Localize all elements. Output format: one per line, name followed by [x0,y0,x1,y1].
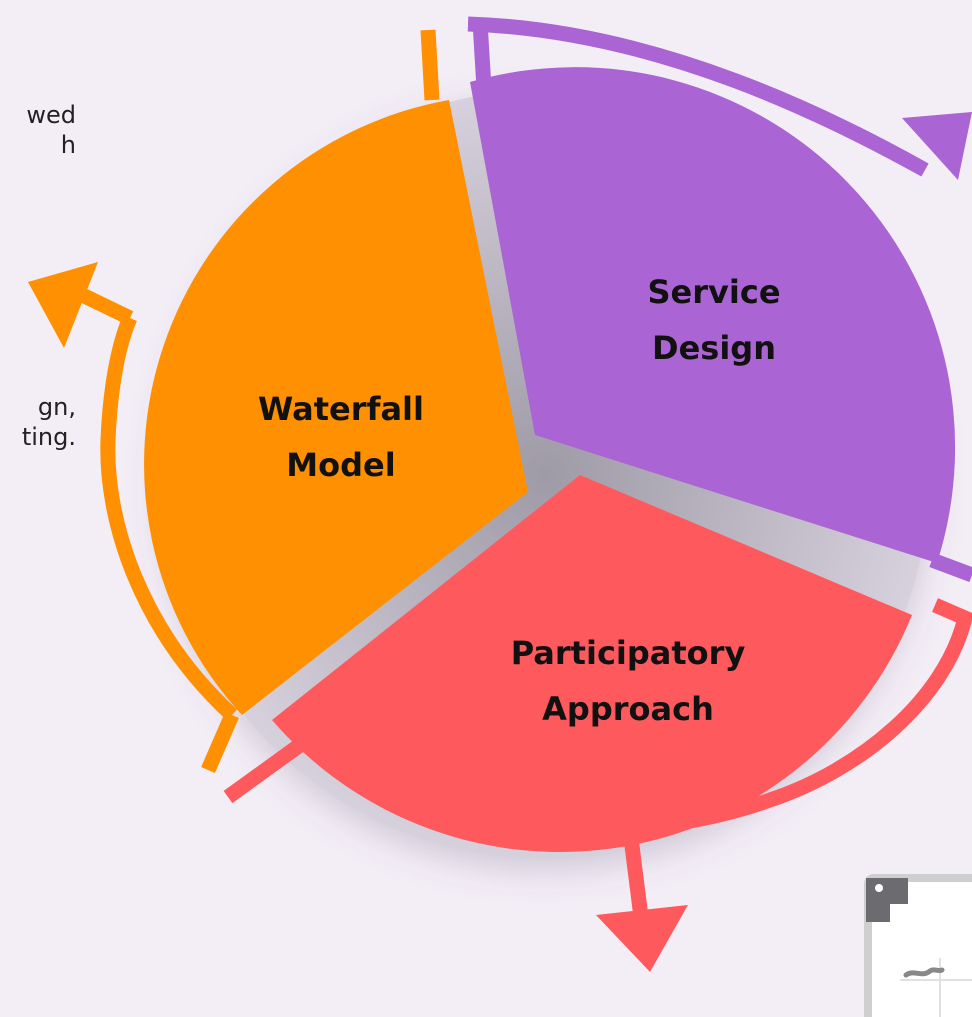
segment-participatory-approach [272,475,912,853]
description-top-line-1: wed [26,101,76,129]
service-design-arrow [467,16,929,177]
segment-service-design-label-line-1: Service [647,273,780,311]
segment-waterfall-model-label-line-1: Waterfall [258,390,424,428]
description-middle: gn, ting. [22,392,76,452]
description-middle-line-2: ting. [21,423,76,451]
waterfall-model-arrow-bottom [201,712,239,773]
segment-service-design-label-line-2: Design [652,329,776,367]
waterfall-model-arrow [420,29,440,101]
participatory-approach-arrow-curve [629,598,972,838]
service-design-arrowhead [902,112,972,180]
participatory-approach-arrow-stem [622,829,650,926]
segment-waterfall-model [144,100,529,715]
service-design-arrow-closure [472,21,492,89]
segment-participatory-approach-label-line-2: Approach [542,690,714,728]
participatory-approach-arrow [223,738,305,804]
description-top: wed h [26,100,76,160]
whiteboard-icon [864,874,972,1017]
service-design-arrow-tail [929,552,972,583]
segment-participatory-approach-label-line-1: Participatory [511,634,746,672]
description-middle-line-1: gn, [37,393,76,421]
participatory-approach-arrowhead [596,905,688,972]
segment-waterfall-model-label-line-2: Model [286,446,395,484]
waterfall-model-arrow-curve [100,314,238,721]
waterfall-model-arrowhead [28,262,98,348]
segment-service-design [470,67,956,563]
description-top-line-2: h [60,131,76,159]
